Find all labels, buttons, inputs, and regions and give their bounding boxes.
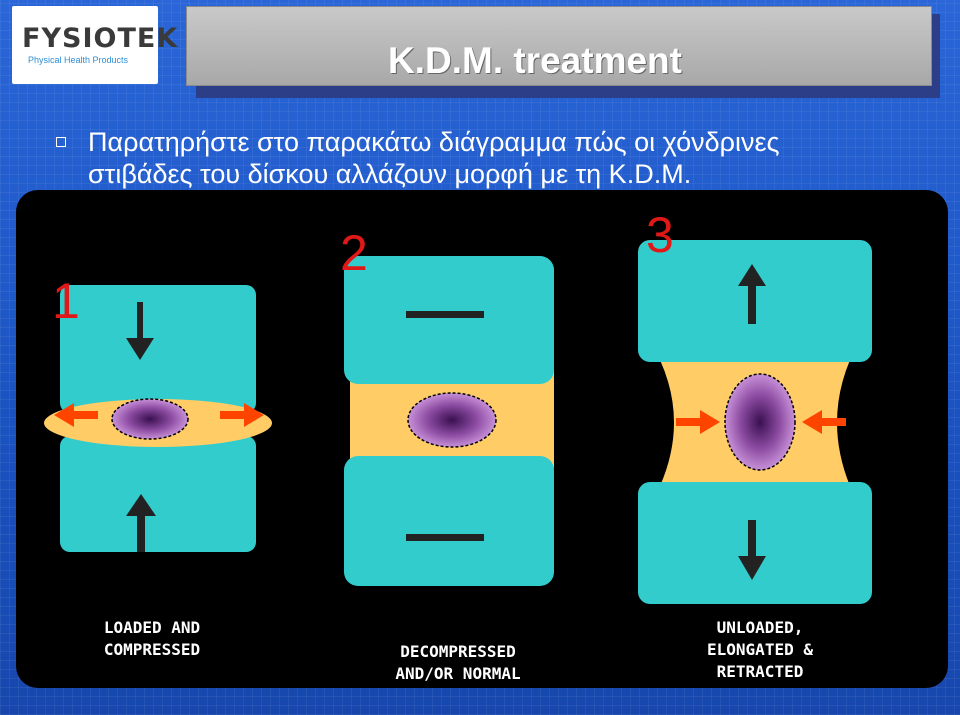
stage-3-left-arrow	[676, 410, 720, 434]
disc-diagram	[44, 240, 872, 604]
stage-3-right-arrow	[802, 410, 846, 434]
bullet-icon	[56, 137, 66, 147]
stage-2-upper-vertebra	[344, 256, 554, 384]
stage-2-caption: DECOMPRESSED AND/OR NORMAL	[395, 642, 521, 683]
stage-2-lower-vertebra	[344, 456, 554, 586]
stage-2-lower-line	[406, 534, 484, 541]
stage-1-down-arrow	[126, 302, 154, 360]
stage-1-figure	[44, 285, 272, 552]
stage-2-nucleus	[407, 392, 497, 448]
title-bar	[186, 6, 932, 86]
stage-1-number: 1	[52, 273, 80, 329]
stage-3-up-arrow	[738, 264, 766, 324]
stage-3-down-arrow	[738, 520, 766, 580]
stage-1-nucleus	[111, 398, 189, 440]
stage-3-number: 3	[646, 207, 674, 263]
logo-tagline: Physical Health Products	[28, 55, 129, 65]
logo-wordmark: FYSIOTEK	[22, 23, 179, 54]
stage-3-figure	[638, 240, 872, 604]
stage-3-caption: UNLOADED, ELONGATED & RETRACTED	[707, 618, 813, 681]
stage-2-number: 2	[340, 225, 368, 281]
stage-2-upper-line	[406, 311, 484, 318]
logo: FYSIOTEK Physical Health Products	[12, 6, 179, 84]
stage-1-up-arrow	[126, 494, 156, 552]
stage-2-figure	[344, 256, 554, 586]
slide-title: K.D.M. treatment	[388, 40, 682, 81]
stage-1-upper-vertebra	[60, 285, 256, 413]
stage-1-left-arrow	[54, 403, 98, 427]
stage-1-caption: LOADED AND COMPRESSED	[103, 618, 201, 659]
stage-3-nucleus	[724, 373, 796, 471]
stage-1-lower-vertebra	[60, 436, 256, 552]
bullet-text: Παρατηρήστε στο παρακάτω διάγραμμα πώς ο…	[88, 127, 780, 189]
stage-1-right-arrow	[220, 403, 264, 427]
